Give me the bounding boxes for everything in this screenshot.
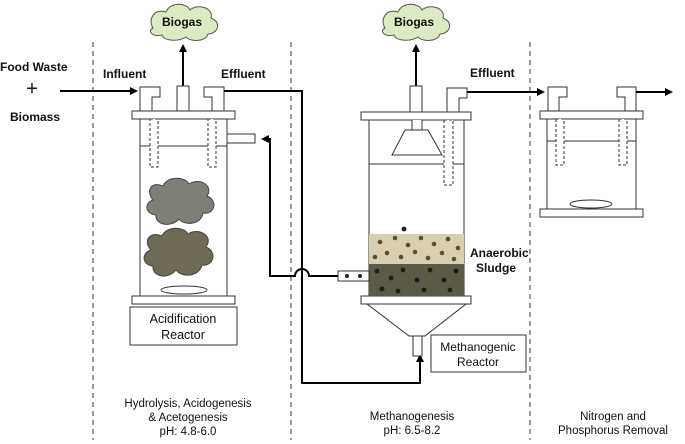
stage-1-line-2: & Acetogenesis — [148, 412, 228, 424]
methanogenic-label-2: Reactor — [457, 355, 499, 369]
effluent-line-1 — [224, 90, 424, 384]
biomass-label: Biomass — [10, 110, 60, 124]
biogas-label-2: Biogas — [394, 15, 434, 29]
biogas-label-1: Biogas — [162, 15, 202, 29]
stage-dividers — [92, 42, 531, 440]
sludge-label-1: Anaerobic — [470, 246, 529, 260]
nutrient-removal-reactor — [539, 86, 644, 218]
food-waste-label: Food Waste — [0, 60, 68, 74]
effluent-label-2: Effluent — [470, 66, 515, 80]
methanogenic-label-1: Methanogenic — [440, 340, 515, 354]
recirculation-line — [261, 135, 338, 277]
stage-1-caption: Hydrolysis, Acidogenesis & Acetogenesis … — [124, 398, 251, 438]
stage-3-line-1: Nitrogen and — [580, 411, 646, 423]
port-dots — [345, 274, 362, 278]
stage-1-line-1: Hydrolysis, Acidogenesis — [124, 398, 251, 410]
stage-1-line-3: pH: 4.8-6.0 — [160, 426, 217, 438]
stage-3-line-2: Phosphorus Removal — [558, 425, 668, 437]
acidification-label-1: Acidification — [150, 312, 217, 326]
stage-2-line-2: pH: 6.5-8.2 — [384, 425, 441, 437]
effluent-label-1: Effluent — [221, 67, 266, 81]
plus-sign: + — [26, 78, 38, 100]
sludge-particles — [372, 226, 461, 294]
influent-label: Influent — [103, 67, 146, 81]
methanogenic-label-box — [430, 334, 527, 373]
acidification-reactor — [129, 85, 256, 346]
methanogenic-reactor — [337, 85, 472, 357]
stage-2-line-1: Methanogenesis — [370, 411, 455, 423]
sludge-label-2: Sludge — [476, 261, 516, 275]
stage-3-caption: Nitrogen and Phosphorus Removal — [558, 411, 668, 437]
stage-2-caption: Methanogenesis pH: 6.5-8.2 — [370, 411, 455, 437]
biogas-cloud-1: Biogas — [149, 3, 219, 41]
biogas-cloud-2: Biogas — [381, 3, 451, 41]
acidification-label-2: Reactor — [161, 328, 205, 342]
